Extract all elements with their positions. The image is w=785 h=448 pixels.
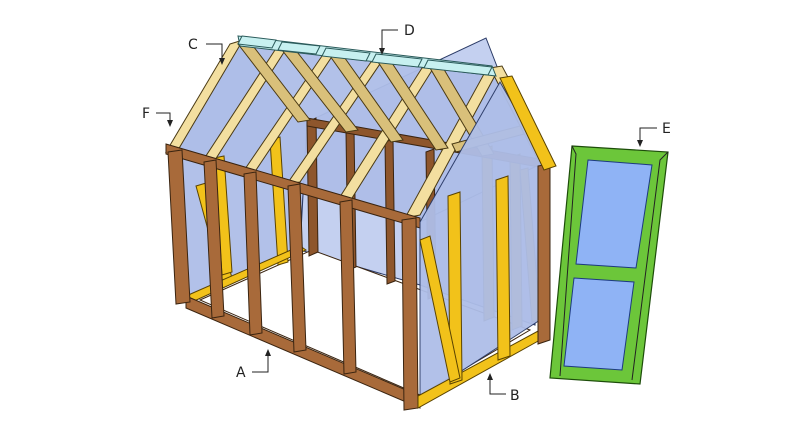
door-upper-pane <box>575 159 653 269</box>
door-assembly <box>549 145 669 385</box>
label-b: B <box>510 388 520 404</box>
ridge-segment <box>423 59 493 76</box>
ridge-beam <box>237 35 497 77</box>
front-stud <box>243 171 263 336</box>
door-edge <box>631 151 669 381</box>
ridge-segment <box>277 41 321 55</box>
leader-d <box>381 29 398 52</box>
front-bottom-plate <box>185 295 421 409</box>
label-e: E <box>662 121 671 137</box>
ridge-segment <box>321 47 371 62</box>
front-stud <box>203 159 225 319</box>
leader-c <box>206 43 223 62</box>
label-a: A <box>236 365 246 381</box>
label-f: F <box>142 106 150 122</box>
arrow-d <box>379 48 385 55</box>
ridge-segment <box>237 35 277 49</box>
right-stud <box>495 175 511 361</box>
arrow-e <box>637 140 643 147</box>
gable-rafter <box>499 75 557 171</box>
arrow-a <box>265 349 271 356</box>
leader-a <box>252 352 269 373</box>
front-stud <box>287 183 307 353</box>
arrow-c <box>219 58 225 65</box>
leader-f <box>156 112 171 124</box>
right-brace <box>419 235 461 383</box>
callouts: C D F E A B <box>142 23 671 404</box>
front-right-corner-post <box>401 217 419 411</box>
door-edge <box>559 145 577 377</box>
door-lower-pane <box>563 277 635 371</box>
label-c: C <box>188 37 198 53</box>
ridge-segment <box>371 53 423 68</box>
leader-b <box>489 376 506 395</box>
front-wall-frame <box>165 143 421 411</box>
arrow-b <box>487 373 493 380</box>
right-end-wall <box>417 75 557 409</box>
leader-e <box>639 127 657 144</box>
front-left-corner-post <box>167 149 191 305</box>
right-back-corner-post <box>537 163 551 345</box>
front-stud <box>339 199 357 375</box>
arrow-f <box>167 120 173 127</box>
label-d: D <box>404 23 415 39</box>
